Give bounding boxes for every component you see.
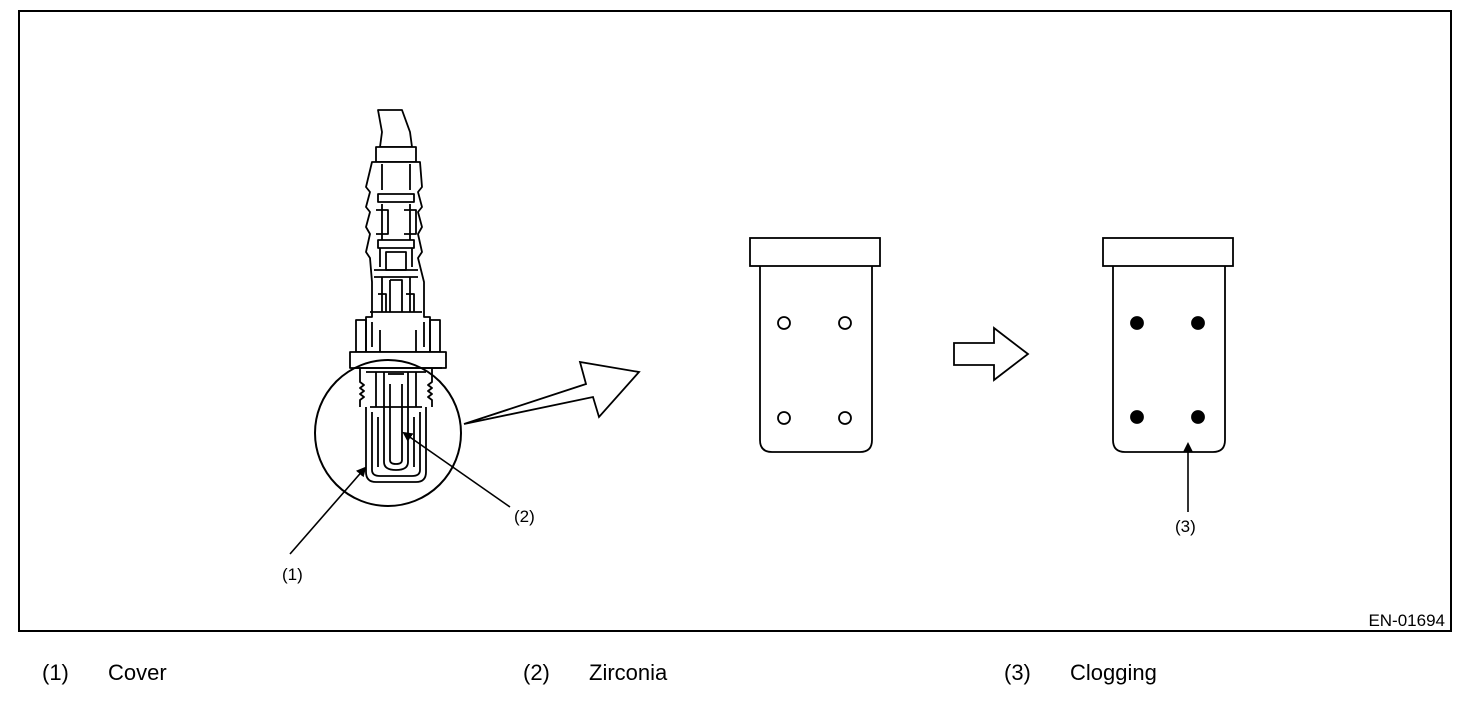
legend-num: (1) [42,660,69,685]
hole-open-2 [838,316,852,330]
diagram-frame: (1) (2) (3) [18,10,1452,632]
legend-label: Cover [108,660,167,685]
callout-2: (2) [514,507,535,526]
zoom-arrow [463,360,641,425]
legend-item-cover: (1) Cover [42,660,167,686]
oxygen-sensor-diagram: (1) (2) (3) [282,109,1445,630]
legend-num: (3) [1004,660,1031,685]
hole-clogged-2 [1191,316,1205,330]
cover-leader [289,466,367,555]
hole-open-3 [777,411,791,425]
hole-clogged-3 [1130,410,1144,424]
hole-clogged-1 [1130,316,1144,330]
hole-open-4 [838,411,852,425]
hole-clogged-4 [1191,410,1205,424]
legend-label: Clogging [1070,660,1157,685]
legend-label: Zirconia [589,660,668,685]
transition-arrow [953,326,1030,382]
zirconia-leader [402,431,511,508]
legend-num: (2) [523,660,550,685]
callout-1: (1) [282,565,303,584]
cover-clogged [1102,237,1234,453]
hole-open-1 [777,316,791,330]
figure-id: EN-01694 [1368,611,1445,630]
oxygen-sensor-body [314,109,462,507]
cover-normal [749,237,881,453]
callout-3: (3) [1175,517,1196,536]
legend-item-zirconia: (2) Zirconia [523,660,667,686]
legend-item-clogging: (3) Clogging [1004,660,1157,686]
